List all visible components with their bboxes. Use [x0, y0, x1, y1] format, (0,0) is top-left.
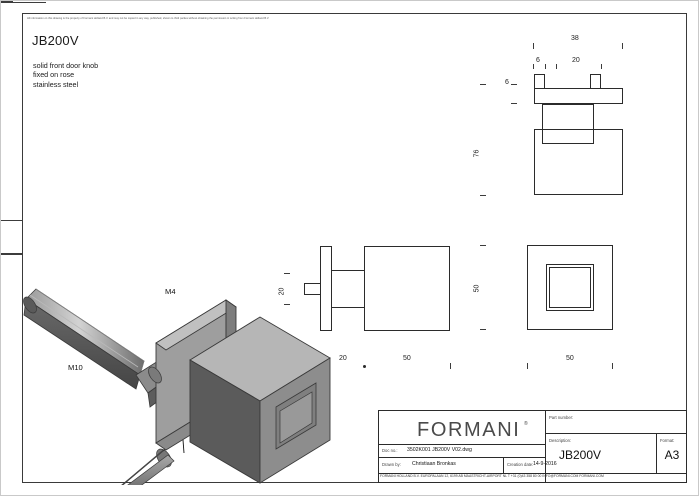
format-label: Format:: [660, 438, 675, 443]
page-title: JB200V: [32, 33, 79, 48]
dim-label-6h: 6: [536, 57, 540, 64]
product-description: solid front door knob fixed on rose stai…: [33, 61, 98, 89]
part-number-label: Part number:: [549, 415, 574, 420]
dim-label-20h: 20: [339, 355, 347, 362]
description-line-3: stainless steel: [33, 79, 79, 89]
title-block-footer: FORMANI HOLLAND B.V. EUROPALAAN 12, 6199…: [380, 474, 604, 478]
dim-tick: [480, 84, 486, 85]
tb-divider: [545, 433, 687, 434]
tb-divider: [378, 444, 546, 445]
copyright-disclaimer: All information on this drawing is the p…: [27, 17, 270, 20]
elevation-knob-body: [534, 129, 623, 195]
dim-tick: [533, 43, 534, 49]
dim-label-50h: 50: [566, 355, 574, 362]
iso-screw-m10: [121, 446, 175, 485]
side-knob-body: [364, 246, 450, 331]
callout-label-m4: M4: [165, 287, 176, 296]
title-block: [378, 410, 687, 483]
description-line-2: fixed on rose: [33, 70, 75, 80]
iso-knob-cube: [189, 316, 331, 484]
creation-date-label: Creation date:: [507, 462, 534, 467]
dim-tick: [612, 363, 613, 369]
dim-label-20: 20: [572, 57, 580, 64]
elevation-post-right: [590, 74, 601, 89]
formani-logo: FORMANI: [417, 419, 521, 441]
dim-label-50v: 50: [473, 284, 481, 293]
elevation-stem: [542, 104, 594, 144]
dim-tick: [622, 43, 623, 49]
dim-point: [363, 365, 366, 368]
description-value: JB200V: [558, 448, 602, 462]
side-neck: [331, 270, 365, 308]
dim-label-76: 76: [473, 149, 481, 158]
tb-divider: [378, 457, 546, 458]
doc-no-label: Doc no.:: [382, 448, 398, 453]
drawn-by-label: Drawn by:: [382, 462, 401, 467]
dim-tick: [450, 363, 451, 369]
dim-tick: [480, 195, 486, 196]
dim-tick: [601, 64, 602, 69]
dim-label-38: 38: [571, 35, 579, 42]
format-value: A3: [664, 448, 680, 462]
isometric-exploded-view: [23, 288, 331, 485]
dim-tick: [480, 245, 486, 246]
tb-divider: [545, 410, 546, 483]
elevation-post-left: [534, 74, 545, 89]
dim-label-6v: 6: [505, 79, 509, 86]
doc-no-value: 3502K001 JB200V V02.dwg: [407, 447, 472, 453]
dim-label-50h2: 50: [403, 355, 411, 362]
callout-label-m10: M10: [68, 363, 83, 372]
dim-line-20h: [0, 253, 37, 254]
plan-inner-square: [549, 267, 591, 308]
side-spindle-nub: [304, 283, 321, 295]
dim-tick: [527, 363, 528, 369]
dim-line-20: [0, 2, 46, 3]
iso-spindle: [23, 288, 145, 390]
dim-tick: [545, 64, 546, 69]
drawn-by-value: Christiaan Bronkas: [412, 461, 456, 467]
dim-line-6h: [0, 1, 13, 2]
drawing-sheet-border: [22, 13, 687, 483]
formani-registered-mark: ®: [524, 421, 528, 427]
tb-divider: [656, 433, 657, 474]
dim-tick: [284, 273, 290, 274]
tb-divider: [503, 457, 504, 474]
plan-mid-square: [546, 264, 594, 311]
dim-tick: [284, 304, 290, 305]
elevation-rose-plate: [534, 88, 623, 104]
dim-tick: [480, 329, 486, 330]
dim-tick: [511, 84, 517, 85]
dim-tick: [556, 64, 557, 69]
description-line-1: solid front door knob: [33, 61, 99, 70]
description-label: Description:: [549, 438, 572, 443]
creation-date-value: 14-9-2016: [533, 461, 557, 467]
dim-tick: [533, 64, 534, 69]
dim-tick: [511, 103, 517, 104]
plan-outer-square: [527, 245, 613, 330]
tb-divider: [378, 473, 687, 474]
